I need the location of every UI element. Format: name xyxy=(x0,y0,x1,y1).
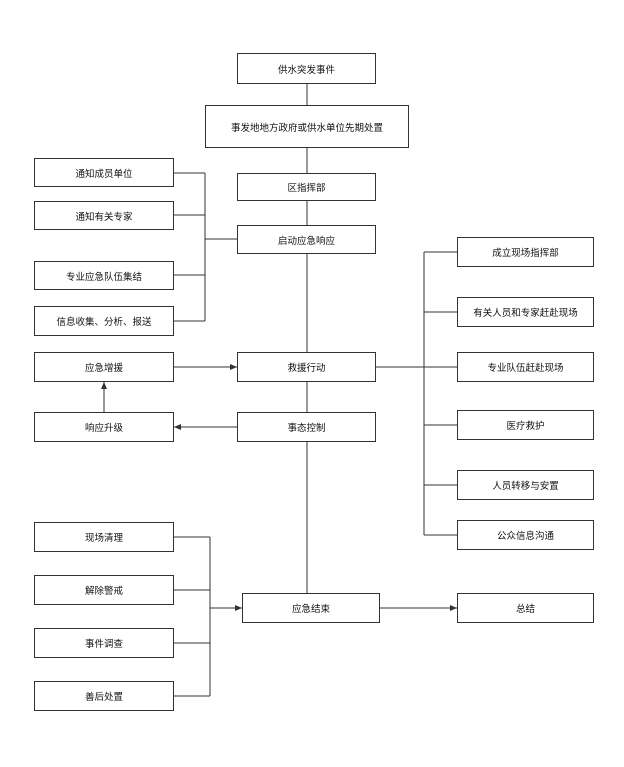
node-district-hq: 区指挥部 xyxy=(237,173,376,201)
node-notify-members: 通知成员单位 xyxy=(34,158,174,187)
node-evacuate: 人员转移与安置 xyxy=(457,470,594,500)
node-notify-experts: 通知有关专家 xyxy=(34,201,174,230)
node-info: 信息收集、分析、报送 xyxy=(34,306,174,336)
node-event: 供水突发事件 xyxy=(237,53,376,84)
node-team-gather: 专业应急队伍集结 xyxy=(34,261,174,290)
node-initial-response: 事发地地方政府或供水单位先期处置 xyxy=(205,105,409,148)
node-start-response: 启动应急响应 xyxy=(237,225,376,254)
node-experts-to-site: 有关人员和专家赶赴现场 xyxy=(457,297,594,327)
node-public-info: 公众信息沟通 xyxy=(457,520,594,550)
node-rescue: 救援行动 xyxy=(237,352,376,382)
node-lift-alert: 解除警戒 xyxy=(34,575,174,605)
node-upgrade: 响应升级 xyxy=(34,412,174,442)
node-aftermath: 善后处置 xyxy=(34,681,174,711)
node-site-hq: 成立现场指挥部 xyxy=(457,237,594,267)
node-team-to-site: 专业队伍赶赴现场 xyxy=(457,352,594,382)
node-cleanup: 现场清理 xyxy=(34,522,174,552)
node-control: 事态控制 xyxy=(237,412,376,442)
node-summary: 总结 xyxy=(457,593,594,623)
node-end: 应急结束 xyxy=(242,593,380,623)
node-medical: 医疗救护 xyxy=(457,410,594,440)
node-reinforce: 应急增援 xyxy=(34,352,174,382)
node-investigation: 事件调查 xyxy=(34,628,174,658)
